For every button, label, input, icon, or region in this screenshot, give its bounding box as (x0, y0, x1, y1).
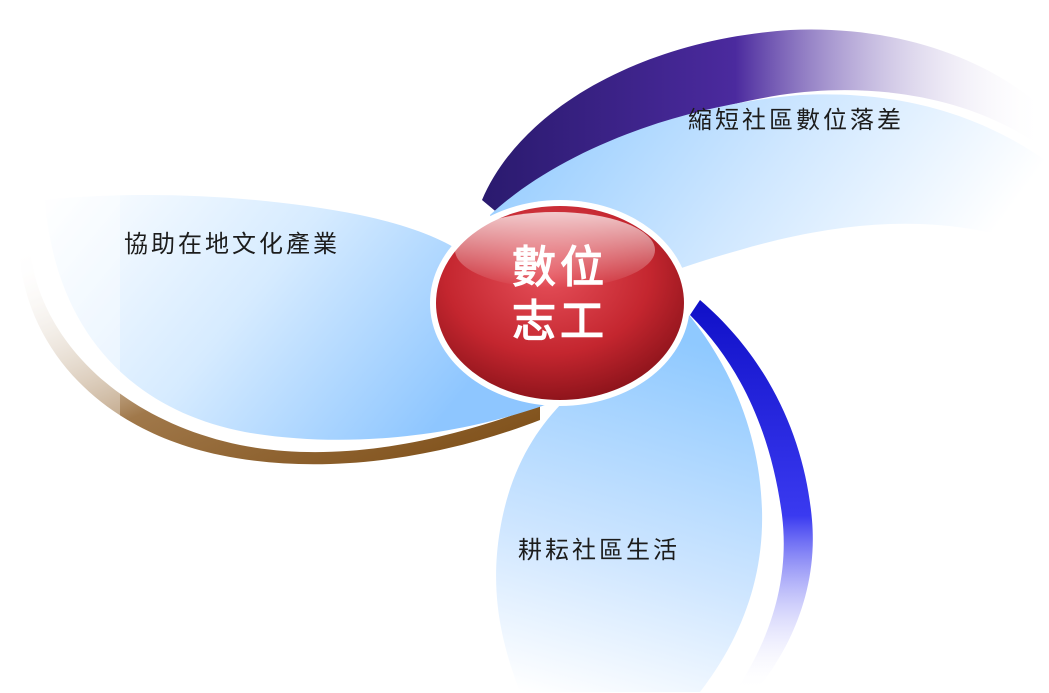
center-label-line1: 數位 (512, 242, 608, 293)
label-bottom: 耕耘社區生活 (518, 536, 680, 564)
petal-left (20, 195, 545, 465)
petal-left-body (45, 195, 545, 440)
center-label-line2: 志工 (512, 296, 608, 347)
fade-overlay-left (0, 170, 120, 430)
center-node: 數位 志工 (430, 200, 690, 406)
petal-top-right-edge (482, 29, 1045, 215)
label-top-right: 縮短社區數位落差 (688, 106, 904, 134)
petal-bottom-edge (690, 300, 813, 692)
center-ball-shine (455, 212, 655, 288)
label-left: 協助在地文化產業 (124, 230, 340, 258)
